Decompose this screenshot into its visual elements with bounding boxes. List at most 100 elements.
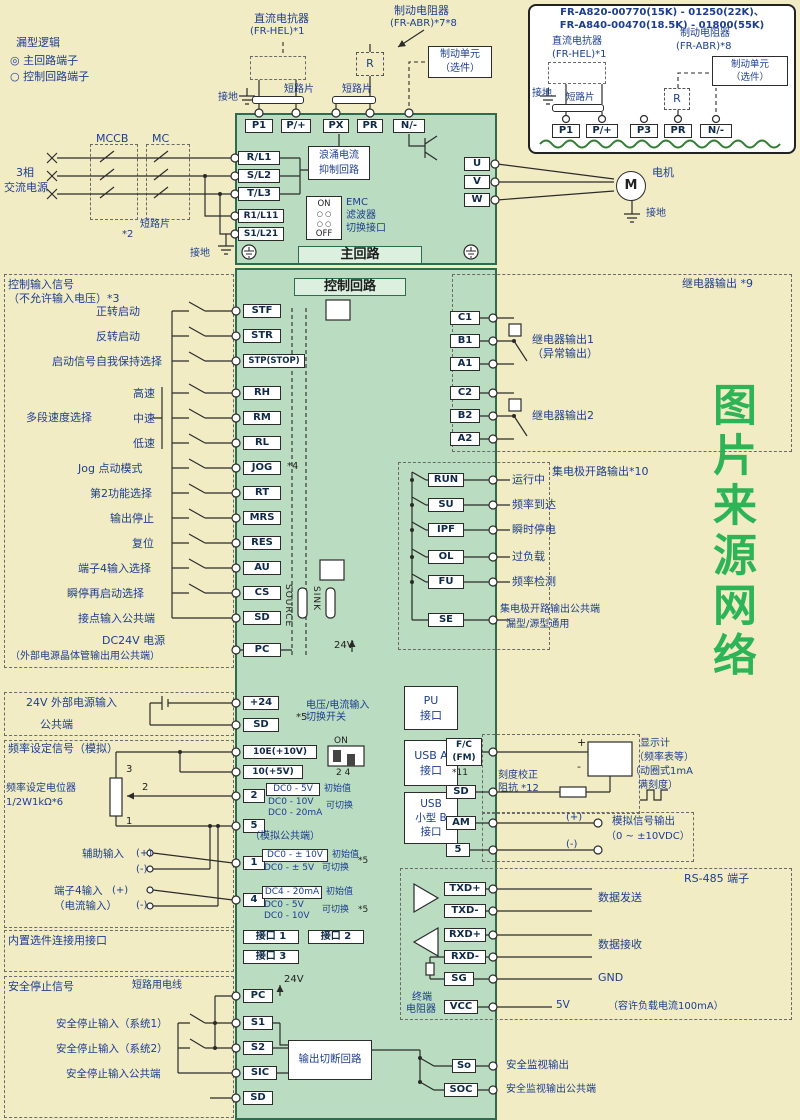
output-cutoff-box: 输出切断回路 [288,1040,372,1080]
relay1-label-2: （异常输出） [532,347,598,360]
gnd-label: GND [598,971,624,984]
aux-minus: (-) [136,864,148,875]
terminal-a2: A2 [450,432,480,446]
tr-dc-reactor-label2: (FR-HEL)*1 [552,49,607,60]
so-label: 安全监视输出 [506,1059,569,1071]
tr-brake-unit-label2: （选件） [730,72,769,83]
vi-switch-label-1: 电压/电流输入 [306,700,370,711]
relay1-label-1: 继电器输出1 [532,333,594,346]
mccb-box [90,144,138,220]
label-fu: 频率检测 [512,575,556,588]
usb-b-label-1: USB [420,798,442,810]
terminal-rm: RM [243,411,281,425]
usb-b-label-3: 接口 [420,826,442,838]
terminal-4: 4 [243,893,265,907]
safety-24v-label: 24V [284,974,304,985]
terminal-vcc: VCC [444,1000,478,1014]
terminal-b2: B2 [450,409,480,423]
terminal-sd-fm: SD [446,785,476,799]
t1-star5: *5 [358,856,369,866]
ext-24v-label: 24V 外部电源输入 [26,696,118,709]
power-label-1: 3相 [16,166,34,179]
label-ipf: 瞬时停电 [512,523,556,536]
surge-label-1: 浪涌电流 [319,150,359,161]
t2-switchable-note: 可切换 [326,801,354,811]
terminal-jog: JOG [243,461,281,475]
ground-label-top: 接地 [218,92,238,103]
terminal-v: V [464,175,490,189]
surge-suppression-box: 浪涌电流 抑制回路 [308,146,370,180]
emc-off-label: OFF [315,229,333,239]
terminal-5: 5 [243,819,265,833]
t4-option-1: DC0 - 5V [264,900,304,910]
motor-symbol: M [616,171,646,201]
usb-a-port-box: USB A 接口 [404,740,458,786]
terminal-pc: PC [243,643,281,657]
option-header: 内置选件连接用接口 [8,934,107,947]
option-port-2: 接口 2 [308,930,364,944]
terminal-txd-minus: TXD- [444,904,486,918]
emc-label-2: 滤波器 [346,210,376,221]
jumper-note: *2 [122,229,134,240]
terminal-mrs: MRS [243,511,281,525]
tr-brake-unit-label: 制动单元 [730,59,769,70]
terminal-rh: RH [243,386,281,400]
usb-a-label-1: USB A [414,749,448,762]
jumper-label-1: 短路片 [284,84,314,95]
t4-switchable-note: 可切换 [322,905,350,915]
display-label-1: 显示计 [640,738,670,749]
option-port-1: 接口 1 [243,930,299,944]
fm-label-1: F/C [455,740,473,750]
control-input-header-1: 控制输入信号 [8,278,74,291]
terminal-rl: RL [243,436,281,450]
label-se-1: 集电极开路输出公共端 [500,604,600,615]
terminal-px: PX [323,119,349,133]
vcc-5v-label: 5V [556,999,570,1011]
terminal-tr-p1: P1 [552,124,580,138]
t4-star5: *5 [358,905,369,915]
terminal-nminus: N/- [393,119,425,133]
rs485-header: RS-485 端子 [684,872,750,885]
terminal-so: So [452,1059,476,1073]
vi-switch-label-2: 切换开关 [306,712,346,723]
terminal-5-am: 5 [446,843,470,857]
terminal-rxd-plus: RXD+ [444,928,486,942]
cal-resistor-label-1: 刻度校正 [498,770,538,781]
t2-default-note: 初始值 [324,784,352,794]
terminal-tr-pr: PR [664,124,692,138]
option-port-3: 接口 3 [243,950,299,964]
brake-unit-label: 制动单元 [440,49,480,60]
terminal-pplus: P/+ [281,119,311,133]
relay-header: 继电器输出 *9 [682,277,753,290]
terminal-s-l2: S/L2 [238,169,280,183]
pot-pin-2: 2 [142,782,149,793]
terminal-10: 10(+5V) [243,765,303,779]
control-circuit-title: 控制回路 [294,278,406,296]
freq-header: 频率设定信号（模拟） [8,742,118,755]
terminal-p1: P1 [245,119,273,133]
terminal-stf: STF [243,304,281,318]
label-multi-speed: 多段速度选择 [26,411,92,424]
term4-minus: (-) [136,900,148,911]
terminal-soc: SOC [444,1083,478,1097]
source-label: SOURCE [283,584,293,628]
dc-reactor-label: 直流电抗器 [254,12,309,25]
soc-label: 安全监视输出公共端 [506,1084,596,1095]
t4-default-note: 初始值 [326,887,354,897]
t4-default-box: DC4 - 20mA [262,886,322,899]
usb-a-label-2: 接口 [420,764,442,777]
dip-numbers: 2 4 [336,768,351,778]
variant-title-1: FR-A820-00770(15K) - 01250(22K)、 [560,7,764,18]
power-label-2: 交流电源 [4,181,48,194]
terminal-c1: C1 [450,311,480,325]
terminal-fu: FU [428,575,464,589]
pot-pin-3: 3 [126,764,133,775]
t4-option-2: DC0 - 10V [264,911,310,921]
pu-label-2: 接口 [420,709,442,722]
label-su: 频率到达 [512,498,556,511]
label-rt: 第2功能选择 [90,487,152,500]
motor-label: 电机 [652,166,674,179]
terminal-am: AM [446,816,476,830]
pu-label-1: PU [423,694,439,707]
jumper-label-2: 短路片 [342,84,372,95]
